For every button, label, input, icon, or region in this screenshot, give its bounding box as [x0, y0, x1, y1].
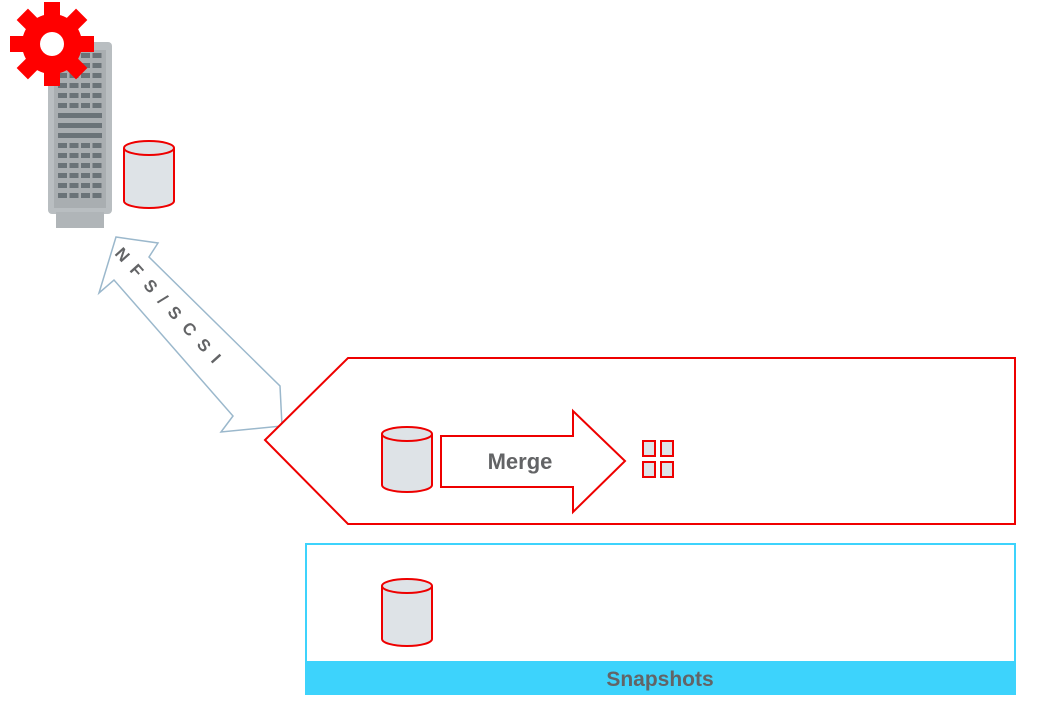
server-slot: [69, 93, 79, 98]
server-slot: [81, 193, 90, 198]
snapshots-label: Snapshots: [606, 668, 713, 691]
gear-tooth: [10, 36, 26, 52]
merge-label: Merge: [488, 449, 553, 474]
server-slot: [69, 193, 79, 198]
server-slot: [81, 163, 90, 168]
server-slot: [58, 123, 102, 128]
server-slot: [58, 163, 67, 168]
server-slot: [69, 103, 79, 108]
nfs-scsi-connection-arrow[interactable]: NFS/SCSI: [97, 236, 283, 433]
server-slot: [92, 153, 102, 158]
server-slot: [58, 113, 102, 118]
server-slot: [81, 173, 90, 178]
server-slot: [92, 83, 102, 88]
merge-source-disk-icon: [381, 426, 433, 493]
gear-tooth: [44, 2, 60, 18]
snapshots-bar: [305, 661, 1016, 695]
server-slot: [81, 93, 90, 98]
server-slot: [58, 103, 67, 108]
server-slot: [81, 153, 90, 158]
gear-tooth: [78, 36, 94, 52]
grid-blocks-icon: [642, 440, 674, 478]
server-slot: [58, 193, 67, 198]
server-slot: [69, 173, 79, 178]
server-slot: [92, 193, 102, 198]
gear-icon: [10, 2, 94, 86]
server-slot: [81, 73, 90, 78]
connection-label: NFS/SCSI: [111, 244, 231, 374]
server-slot: [58, 173, 67, 178]
server-slot: [92, 143, 102, 148]
server-slot: [58, 143, 67, 148]
server-slot: [92, 103, 102, 108]
server-slot: [58, 73, 67, 78]
server-slot: [81, 53, 90, 58]
server-slot: [92, 163, 102, 168]
host-disk-icon: [123, 140, 175, 209]
server-slot: [81, 183, 90, 188]
server-slot: [92, 73, 102, 78]
server-slot: [58, 183, 67, 188]
server-slot: [92, 183, 102, 188]
snapshot-disk-icon: [381, 578, 433, 647]
server-slot: [81, 63, 90, 68]
server-slot: [69, 83, 79, 88]
merge-arrow[interactable]: Merge: [440, 408, 627, 515]
server-slot: [69, 163, 79, 168]
server-slot: [81, 143, 90, 148]
server-slot: [58, 83, 67, 88]
snapshots-section: Snapshots: [305, 543, 1016, 695]
server-slot: [92, 53, 102, 58]
server-tower-icon: [48, 42, 112, 228]
server-slot: [92, 93, 102, 98]
server-slot: [92, 63, 102, 68]
server-slot: [81, 103, 90, 108]
server-slot: [92, 173, 102, 178]
merge-section: [263, 357, 1016, 525]
server-slot: [81, 83, 90, 88]
server-slot: [69, 143, 79, 148]
gear-tooth: [44, 70, 60, 86]
server-slot: [58, 153, 67, 158]
server-slot: [58, 93, 67, 98]
server-slot: [69, 153, 79, 158]
server-slot: [69, 183, 79, 188]
server-slot: [58, 133, 102, 138]
